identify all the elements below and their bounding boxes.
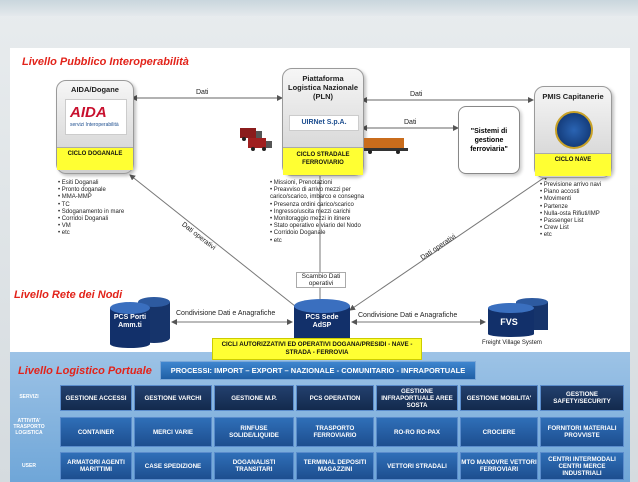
edge-label-condivisione-right: Condivisione Dati e Anagrafiche [358, 312, 458, 319]
grid-cell[interactable]: TRASPORTO FERROVIARIO [296, 417, 374, 447]
process-bar: PROCESSI: IMPORT – EXPORT – NAZIONALE - … [160, 361, 476, 380]
list-item: • Corridoi Doganali [58, 216, 109, 223]
grid-cell[interactable]: RO-RO RO-PAX [376, 417, 458, 447]
aida-logo-sub: servizi Interoperabilità [70, 122, 119, 128]
grid-cell[interactable]: CONTAINER [60, 417, 132, 447]
list-item: • Corridoio Doganale [270, 230, 326, 237]
list-item: • Stato operativo e viario del Nodo [270, 223, 361, 230]
grid-cell[interactable]: GESTIONE SAFETY/SECURITY [540, 385, 624, 411]
list-item: • Presenza ordini carico/scarico [270, 201, 354, 208]
grid-cell[interactable]: RINFUSE SOLIDE/LIQUIDE [214, 417, 294, 447]
grid-cell[interactable]: MTO MANOVRE VETTORI FERROVIARI [460, 452, 538, 480]
list-item: • Monitoraggio mezzi in itinere [270, 216, 351, 223]
grid-cell[interactable]: GESTIONE INFRAPORTUALE AREE SOSTA [376, 385, 458, 411]
capitanerie-emblem-icon [555, 111, 593, 149]
grid-cell[interactable]: TERMINAL DEPOSITI MAGAZZINI [296, 452, 374, 480]
pmis-cycle: CICLO NAVE [535, 153, 611, 176]
top-bar [0, 0, 638, 16]
list-item: • Previsione arrivo navi [540, 182, 602, 188]
pmis-list: • Previsione arrivo navi • Piano accosti… [540, 182, 601, 240]
edge-label-dati-2: Dati [410, 91, 423, 98]
row-label-servizi: SERVIZI [19, 394, 39, 400]
list-item: • Movimenti [540, 196, 572, 203]
list-item: • Passenger List [540, 218, 584, 225]
grid-cell[interactable]: FORNITORI MATERIALI PROVVISTE [540, 417, 624, 447]
aida-node[interactable]: AIDA/Dogane AIDA servizi Interoperabilit… [56, 80, 134, 174]
pcs-sede-label: PCS Sede AdSP [305, 314, 339, 329]
grid-cell[interactable]: CROCIERE [460, 417, 538, 447]
list-item: • Sdoganamento in mare [58, 208, 125, 215]
truck-icon [240, 128, 272, 151]
grid-cell[interactable]: CENTRI INTERMODALI CENTRI MERCE INDUSTRI… [540, 452, 624, 480]
grid-cell[interactable]: GESTIONE M.P. [214, 385, 294, 411]
grid-cell[interactable]: GESTIONE MOBILITA' [460, 385, 538, 411]
list-item: • Nulla-osta Rifiuti/IMP [540, 210, 600, 217]
list-item: • TC [58, 201, 70, 208]
edge-label-dati-1: Dati [196, 89, 209, 96]
list-item: • etc [270, 237, 282, 244]
list-item: • Esiti Doganali [58, 180, 99, 186]
fvs-cylinder[interactable] [486, 298, 552, 338]
list-item: • Partenze [540, 203, 568, 210]
list-item: • etc [58, 230, 70, 237]
railway-system-box[interactable]: "Sistemi di gestione ferroviaria" [458, 106, 520, 174]
grid-cell[interactable]: GESTIONE VARCHI [134, 385, 212, 411]
aida-title: AIDA/Dogane [71, 85, 119, 94]
aida-cycle: CICLO DOGANALE [57, 147, 133, 170]
list-item: • Missioni, Prenotazioni [270, 180, 333, 186]
list-item: • etc [540, 232, 552, 239]
fvs-caption: Freight Village System [482, 340, 542, 346]
pln-cycle: CICLO STRADALE FERROVIARIO [283, 147, 363, 175]
pcs-sede-cylinder[interactable] [290, 298, 354, 344]
aida-list: • Esiti Doganali • Pronto doganale • MMA… [58, 180, 124, 238]
grid-cell[interactable]: CASE SPEDIZIONE [134, 452, 212, 480]
grid-cell[interactable]: PCS OPERATION [296, 385, 374, 411]
pmis-node[interactable]: PMIS Capitanerie CICLO NAVE [534, 86, 612, 178]
level-logistic-title: Livello Logistico Portuale [18, 365, 152, 377]
list-item: • VM [58, 223, 71, 230]
level-public-title: Livello Pubblico Interoperabilità [22, 56, 189, 68]
grid-cell[interactable]: MERCI VARIE [134, 417, 212, 447]
edge-label-dati-3: Dati [404, 119, 417, 126]
uirnet-logo: UIRNet S.p.A. [289, 115, 359, 131]
grid-cell[interactable]: DOGANALISTI TRANSITARI [214, 452, 294, 480]
cicli-banner: CICLI AUTORIZZATIVI ED OPERATIVI DOGANA/… [212, 338, 422, 360]
list-item: • Pronto doganale [58, 187, 106, 194]
pln-title: Piattaforma Logistica Nazionale (PLN) [287, 74, 359, 101]
list-item: • Ingresso/uscita mezzi carichi [270, 208, 351, 215]
grid-cell[interactable]: GESTIONE ACCESSI [60, 385, 132, 411]
list-item: • Piano accosti [540, 189, 580, 196]
row-label-attivita: ATTIVITA' TRASPORTO LOGISTICA [13, 418, 45, 436]
grid-cell[interactable]: VETTORI STRADALI [376, 452, 458, 480]
aida-logo: AIDA servizi Interoperabilità [65, 99, 127, 135]
edge-label-condivisione-left: Condivisione Dati e Anagrafiche [176, 310, 276, 317]
level-nodes-title: Livello Rete dei Nodi [14, 289, 123, 301]
pln-node[interactable]: Piattaforma Logistica Nazionale (PLN) UI… [282, 68, 364, 176]
pmis-title: PMIS Capitanerie [542, 92, 604, 101]
edge-label-scambio: Scambio Dati operativi [296, 272, 346, 288]
grid-cell[interactable]: ARMATORI AGENTI MARITTIMI [60, 452, 132, 480]
pln-list: • Missioni, Prenotazioni • Preavviso di … [270, 180, 380, 245]
list-item: • Crew List [540, 225, 569, 232]
row-label-user: USER [22, 463, 36, 469]
aida-logo-main: AIDA [70, 104, 107, 121]
fvs-label: FVS [500, 317, 518, 327]
list-item: • MMA-MMP [58, 194, 92, 201]
pcs-porti-label: PCS Porti Amm.ti [113, 314, 147, 329]
list-item: • Preavviso di arrivo mezzi per carico/s… [270, 187, 365, 201]
train-icon [364, 138, 408, 154]
pcs-porti-cylinder[interactable] [108, 296, 174, 348]
